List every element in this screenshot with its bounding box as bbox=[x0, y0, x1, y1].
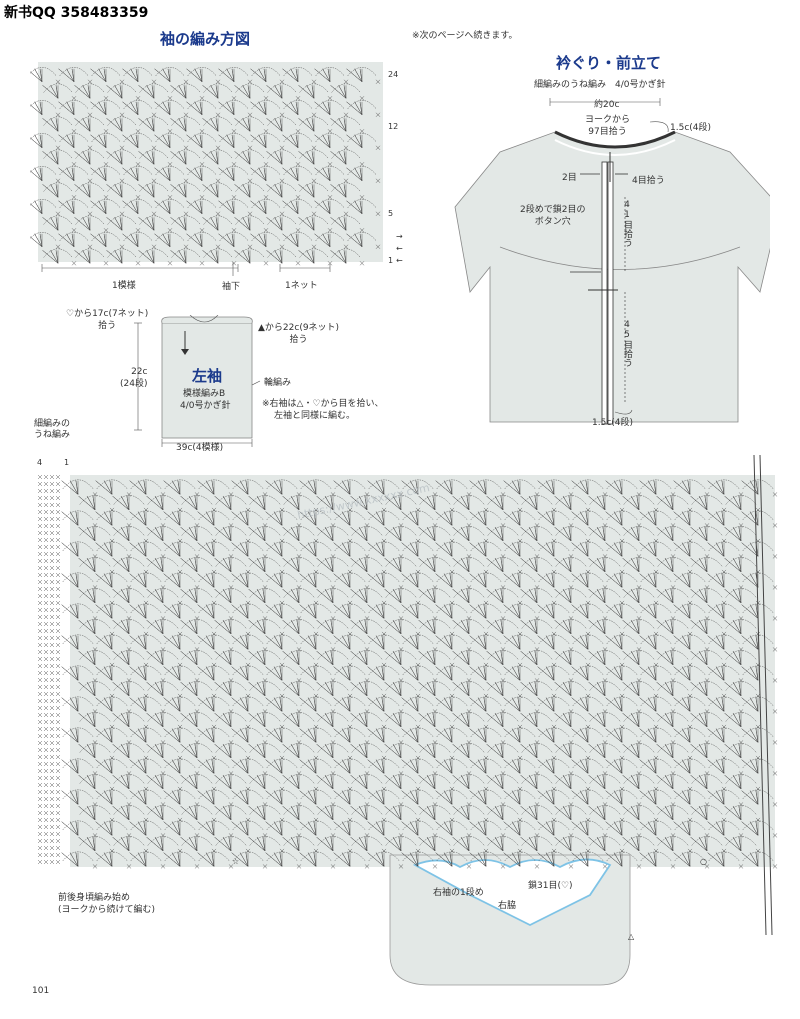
edge-count-4: 4 bbox=[37, 458, 43, 467]
sleeve-height-label: 22c (24段) bbox=[120, 366, 147, 390]
yoke-pickup-line-2: 97目拾う bbox=[588, 127, 627, 137]
band-bottom-size: 1.5c(4段) bbox=[592, 418, 634, 428]
label-2-stitches: 2目 bbox=[562, 173, 577, 183]
sleeve-chart-title: 袖の編み方図 bbox=[160, 30, 251, 48]
edge-label-line-2: うね編み bbox=[34, 430, 71, 440]
left-sleeve-pattern: 模様編みB bbox=[183, 389, 226, 399]
row-label-5: 5 bbox=[388, 209, 394, 218]
collar-width: 約20c bbox=[594, 100, 620, 110]
edge-label-line-1: 細編みの bbox=[34, 419, 71, 429]
sleeve-height-line-2: (24段) bbox=[120, 379, 148, 389]
buttonhole-line-1: 2段めで鎖2目の bbox=[520, 205, 586, 215]
buttonhole-label: 2段めで鎖2目の ボタン穴 bbox=[520, 204, 585, 228]
sleeve-fan-rows bbox=[30, 67, 381, 266]
direction-arrow-icon: ← bbox=[396, 256, 403, 265]
right-sleeve-note-1: ※右袖は△・♡から目を拾い、 bbox=[262, 399, 384, 409]
sleeve-chart-brackets bbox=[41, 262, 331, 276]
right-sleeve-note: ※右袖は△・♡から目を拾い、 左袖と同様に編む。 bbox=[262, 398, 384, 422]
label-underarm: 袖下 bbox=[222, 282, 241, 292]
edge-label: 細編みの うね編み bbox=[34, 419, 70, 441]
row-label-1: 1 bbox=[388, 256, 394, 265]
row-label-24: 24 bbox=[388, 70, 399, 79]
star-marker-icon: ☆ bbox=[232, 857, 240, 866]
header-text: 新书QQ 358483359 bbox=[4, 5, 149, 21]
collar-subtitle: 細編みのうね編み 4/0号かぎ針 bbox=[534, 80, 666, 90]
left-sleeve-title: 左袖 bbox=[192, 367, 223, 385]
sleeve-stitch-chart bbox=[30, 62, 383, 266]
triangle-pickup-line-1: ▲から22c(9ネット) bbox=[258, 323, 340, 333]
sleeve-chart-background bbox=[38, 62, 383, 262]
right-sleeve-row1-highlight bbox=[412, 858, 612, 927]
body-start-line-1: 前後身頃編み始め bbox=[58, 893, 131, 903]
heart-pickup-line-2: 拾う bbox=[98, 321, 117, 331]
heart-pickup-label: ♡から17c(7ネット) 拾う bbox=[66, 308, 148, 332]
band-top-size: 1.5c(4段) bbox=[670, 123, 712, 133]
buttonhole-line-2: ボタン穴 bbox=[534, 217, 571, 227]
triangle-pickup-line-2: 拾う bbox=[289, 335, 308, 345]
page-number: 101 bbox=[32, 986, 50, 996]
pickup-45-label: 45目拾う bbox=[622, 320, 632, 367]
row-label-12: 12 bbox=[388, 122, 399, 131]
body-stitch-chart bbox=[37, 455, 778, 986]
triangle-pickup-label: ▲から22c(9ネット) 拾う bbox=[258, 322, 339, 346]
collar-title: 衿ぐり・前立て bbox=[556, 54, 662, 72]
left-sleeve-hook: 4/0号かぎ針 bbox=[180, 401, 231, 411]
cardigan-front-diagram bbox=[454, 98, 770, 425]
edge-count-1: 1 bbox=[64, 458, 70, 467]
continue-note: ※次のページへ続きます。 bbox=[412, 31, 518, 41]
body-start-line-2: (ヨークから続けて編む) bbox=[58, 905, 156, 915]
sleeve-height-line-1: 22c bbox=[131, 367, 148, 377]
body-start-label: 前後身頃編み始め (ヨークから続けて編む) bbox=[58, 892, 155, 916]
label-right-side: 右脇 bbox=[498, 901, 517, 911]
right-sleeve-note-2: 左袖と同様に編む。 bbox=[274, 411, 356, 421]
yoke-pickup-label: ヨークから 97目拾う bbox=[585, 114, 630, 138]
label-chain-31: 鎖31目(♡) bbox=[528, 881, 573, 891]
direction-arrow-icon: ← bbox=[396, 244, 403, 253]
left-sleeve-schematic bbox=[134, 315, 261, 447]
body-fan-rows bbox=[61, 479, 778, 869]
label-right-sleeve-row1: 右袖の1段め bbox=[433, 888, 484, 898]
sleeve-width-label: 39c(4模様) bbox=[176, 443, 224, 453]
circle-marker-icon: ○ bbox=[700, 857, 707, 866]
edge-ridge-stitches bbox=[37, 474, 61, 865]
direction-arrow-icon: → bbox=[396, 232, 403, 241]
heart-pickup-line-1: ♡から17c(7ネット) bbox=[66, 309, 149, 319]
label-4-pickup: 4目拾う bbox=[632, 176, 665, 186]
body-chart-background bbox=[70, 475, 775, 867]
yoke-pickup-line-1: ヨークから bbox=[585, 115, 631, 125]
label-one-repeat: 1模様 bbox=[112, 281, 136, 291]
pickup-41-label: 41目拾う bbox=[622, 200, 632, 247]
triangle-marker-icon: △ bbox=[628, 932, 635, 941]
label-one-net: 1ネット bbox=[285, 281, 318, 291]
rib-label: 輪編み bbox=[264, 378, 292, 388]
